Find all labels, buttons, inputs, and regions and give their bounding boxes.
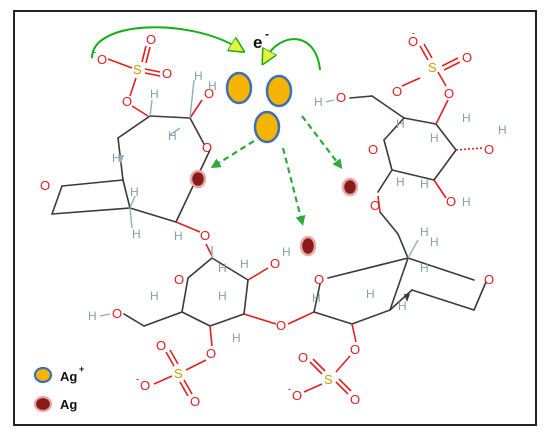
silver-atom (299, 235, 317, 257)
atom-hydrogen: H (112, 151, 121, 165)
atom-hydrogen: H (132, 227, 141, 241)
atom-hydrogen: H (396, 117, 405, 131)
atom-oxygen: O (202, 140, 212, 155)
atom-hydrogen: H (430, 235, 439, 249)
atom-hydrogen: H (168, 129, 177, 143)
silver-ion (225, 71, 253, 105)
atom-oxygen: O (350, 392, 360, 407)
silver-atom-cluster (189, 169, 359, 257)
atom-hydrogen: H (174, 229, 183, 243)
atom-oxygen: O (336, 90, 346, 105)
atom-hydrogen: H (218, 289, 227, 303)
atom-hydrogen: H (150, 289, 159, 303)
atom-oxygen: O (462, 50, 472, 65)
molecule-right-bicyclic: O O H H H H H H O S O O - O O (288, 195, 494, 407)
atom-hydrogen: H (208, 79, 217, 93)
electron-label: e (253, 33, 262, 52)
atom-hydrogen: H (462, 195, 471, 209)
atom-oxygen: O (484, 272, 494, 287)
atom-sulfur: S (133, 62, 142, 77)
atom-oxygen: O (40, 178, 50, 193)
reduction-arrow (210, 140, 255, 169)
electron-transfer-arrow-left (91, 26, 238, 59)
atom-oxygen: O (368, 142, 378, 157)
atom-minus: - (93, 47, 96, 57)
atom-hydrogen: H (150, 87, 159, 101)
legend-silver-ion-charge: + (79, 364, 84, 374)
reduction-arrow (301, 115, 343, 170)
atom-oxygen: O (276, 318, 286, 333)
legend-silver-ion-swatch (33, 366, 53, 384)
atom-hydrogen: H (232, 331, 241, 345)
atom-oxygen: O (292, 388, 302, 403)
electron-transfer-arrow-right (266, 38, 321, 71)
diagram-border (13, 10, 537, 426)
atom-oxygen: O (392, 84, 402, 99)
atom-hydrogen: H (314, 95, 323, 109)
atom-oxygen: O (174, 272, 184, 287)
atom-hydrogen: H (88, 309, 97, 323)
atom-oxygen: O (408, 34, 418, 49)
molecule-middle-ring: O O H H H O H H H H O S O O - O O (88, 245, 315, 409)
atom-oxygen: O (156, 338, 166, 353)
atom-oxygen: O (270, 256, 280, 271)
atom-hydrogen: H (462, 111, 471, 125)
atom-oxygen: O (206, 346, 216, 361)
atom-oxygen: O (446, 194, 456, 209)
atom-oxygen: O (162, 66, 172, 81)
atom-hydrogen: H (130, 185, 139, 199)
atom-minus: - (412, 28, 415, 38)
atom-hydrogen: H (366, 287, 375, 301)
reduction-arrow (281, 147, 306, 226)
atom-hydrogen: H (282, 245, 291, 259)
atom-oxygen: O (444, 86, 454, 101)
molecule-left-bicyclic: O - S O O O O O O H H H H H (40, 32, 217, 257)
atom-minus: - (136, 374, 139, 384)
atom-sulfur: S (174, 366, 183, 381)
atom-hydrogen: H (420, 261, 429, 275)
atom-hydrogen: H (398, 299, 407, 313)
legend-silver-ion-label: Ag (60, 369, 77, 384)
atom-oxygen: O (370, 198, 380, 213)
atom-hydrogen: H (420, 177, 429, 191)
atom-hydrogen: H (312, 291, 321, 305)
atom-hydrogen: H (194, 69, 203, 83)
atom-oxygen: O (298, 350, 308, 365)
atom-oxygen: O (140, 378, 150, 393)
atom-oxygen: O (484, 142, 494, 157)
atom-hydrogen: H (240, 257, 249, 271)
atom-minus: - (288, 384, 291, 394)
atom-oxygen: O (146, 32, 156, 47)
silver-ion (253, 110, 281, 144)
silver-atom (341, 177, 359, 197)
atom-hydrogen: H (396, 175, 405, 189)
atom-oxygen: O (204, 86, 214, 101)
atom-oxygen: O (350, 342, 360, 357)
silver-ion-cluster (225, 71, 293, 144)
atom-hydrogen: H (430, 131, 439, 145)
atom-oxygen: O (112, 306, 122, 321)
atom-oxygen: O (190, 394, 200, 409)
molecule-right-ring: O O H O S O - O O O H O H H H H H H (314, 28, 507, 209)
electron-charge: - (265, 27, 269, 41)
atom-oxygen: O (97, 52, 107, 67)
atom-oxygen: O (200, 228, 210, 243)
atom-sulfur: S (428, 60, 437, 75)
atom-hydrogen: H (420, 225, 429, 239)
atom-hydrogen: H (498, 123, 507, 137)
silver-ion (265, 74, 293, 108)
legend: Ag + Ag (33, 364, 84, 413)
silver-atom (189, 169, 207, 189)
atom-oxygen: O (122, 94, 132, 109)
atom-sulfur: S (324, 372, 333, 387)
legend-silver-atom-label: Ag (60, 397, 77, 412)
atom-oxygen: O (314, 272, 324, 287)
atom-hydrogen: H (218, 261, 227, 275)
legend-silver-atom-swatch (33, 395, 53, 413)
